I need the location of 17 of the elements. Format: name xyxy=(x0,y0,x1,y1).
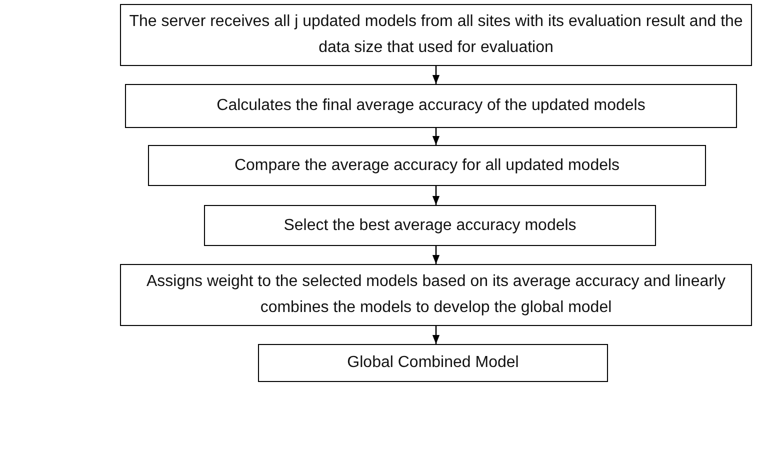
arrow xyxy=(432,326,440,344)
process-box xyxy=(258,344,608,382)
step-text: Global Combined Model xyxy=(347,353,519,374)
process-box xyxy=(204,205,656,246)
arrow xyxy=(432,246,440,264)
process-box xyxy=(148,145,706,186)
process-box xyxy=(125,84,737,128)
arrow xyxy=(432,66,440,84)
step-text: Select the best average accuracy models xyxy=(284,216,576,236)
arrow xyxy=(432,128,440,145)
process-box xyxy=(120,264,752,326)
step-text: The server receives all j updated models from all sites with its evaluation result and the data size that used for evaluation xyxy=(129,12,743,58)
step-text: Assigns weight to the selected models based on its average accuracy and linearly combines the models to develop the global model xyxy=(146,272,726,318)
step-text: Calculates the final average accuracy of the updated models xyxy=(216,96,646,116)
arrow xyxy=(432,186,440,205)
process-box xyxy=(120,4,752,66)
step-text: Compare the average accuracy for all updated models xyxy=(234,156,620,176)
